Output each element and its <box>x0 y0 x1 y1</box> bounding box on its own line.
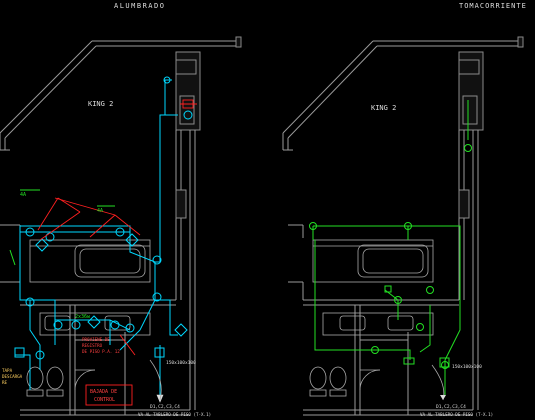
lighting-circuits <box>14 76 193 400</box>
left-circuit-label: D1,C2,C3,C4 <box>150 404 180 410</box>
inspection-label-1: BAJADA DE <box>90 389 117 395</box>
right-room-label: KING 2 <box>371 104 396 112</box>
left-panel-note: PROVIENE DE REGISTRO DE PISO P.A. 12 <box>82 337 120 354</box>
panel-note-2: REGISTRO <box>82 343 103 348</box>
left-feed-curve <box>149 359 162 401</box>
right-shaft-wall <box>458 51 484 410</box>
box-label-2: DESCARGA <box>2 374 23 379</box>
left-feed-label: VA AL TABLERO DE PISO (T-X.1) <box>138 412 211 417</box>
right-feed-curve <box>431 364 445 401</box>
panel-note-3: DE PISO P.A. 12 <box>82 349 120 354</box>
box-label-3: RE <box>2 380 8 385</box>
box-label-1: TAPA <box>2 368 13 373</box>
left-cable-label: 150x100x100 <box>166 360 196 366</box>
lamp-tag-2: 4A <box>97 208 103 214</box>
left-shaft-wall <box>175 51 201 410</box>
right-circuit-label: D1,C2,C3,C4 <box>436 404 466 410</box>
left-box-labels: TAPA DESCARGA RE <box>2 368 23 385</box>
left-green-tags: 4A 4A 2x36w <box>9 189 115 320</box>
inspection-label: BAJADA DE CONTROL <box>85 384 133 406</box>
right-feed-label: VA AL TABLERO DE PISO (T-X.1) <box>420 412 493 417</box>
left-red-annotations <box>37 99 197 356</box>
right-cable-label: 150x100x100 <box>452 364 482 370</box>
outlet-circuits <box>309 100 472 395</box>
panel-note-1: PROVIENE DE <box>82 337 110 342</box>
left-diagonal-wall <box>0 36 242 151</box>
right-diagonal-wall <box>282 36 524 151</box>
fixture-tag: 2x36w <box>75 314 91 320</box>
right-lower-walls <box>288 224 473 416</box>
left-floor-plan: KING 2 <box>0 36 242 417</box>
right-floor-plan: KING 2 150x100x100 D1,C2, <box>282 36 524 417</box>
inspection-label-2: CONTROL <box>94 397 115 403</box>
title-tomacorriente: TOMACORRIENTE <box>459 2 527 10</box>
title-alumbrado: ALUMBRADO <box>114 2 165 10</box>
right-fixtures <box>309 239 434 397</box>
left-room-label: KING 2 <box>88 100 113 108</box>
lamp-tag-1: 4A <box>20 192 26 198</box>
right-feed-arrow <box>440 395 446 400</box>
